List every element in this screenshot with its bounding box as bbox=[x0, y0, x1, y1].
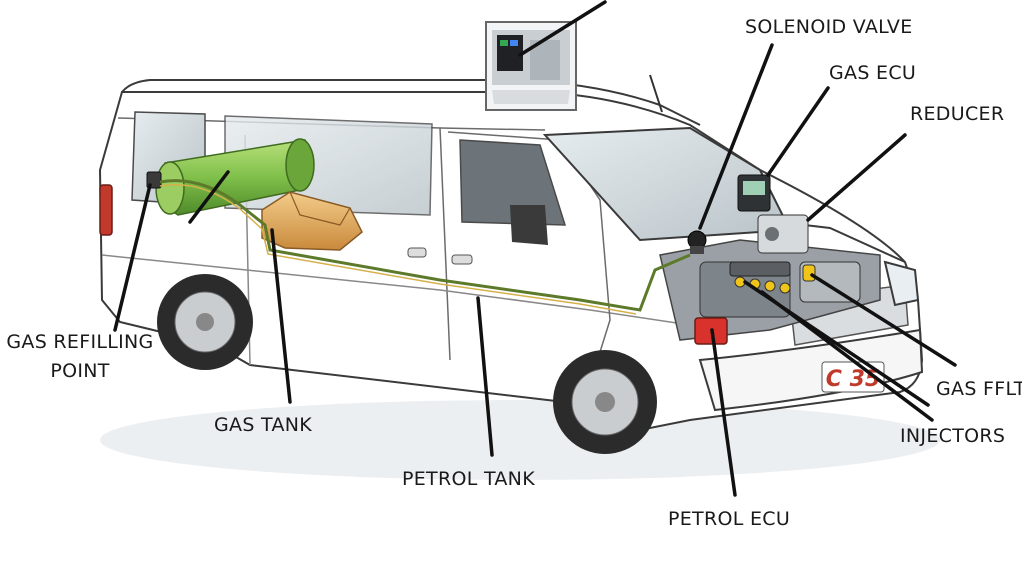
reducer bbox=[757, 214, 809, 254]
leader-reducer bbox=[806, 133, 907, 222]
gas-tank bbox=[155, 138, 315, 216]
gas-line bbox=[159, 179, 691, 312]
leader-lines bbox=[113, 0, 957, 497]
leader-solenoid-valve bbox=[698, 43, 774, 230]
license-plate: C 35 bbox=[821, 361, 885, 393]
cabin-inset bbox=[485, 21, 577, 111]
front-wheel bbox=[553, 350, 657, 454]
label-gas-ecu: GAS ECU bbox=[829, 62, 917, 84]
label-reducer: REDUCER bbox=[910, 103, 1005, 125]
leader-injectors-2 bbox=[743, 280, 930, 407]
leader-gas-tank bbox=[270, 228, 292, 404]
rear-wheel bbox=[157, 274, 253, 370]
label-injectors: INJECTORS bbox=[900, 425, 1006, 447]
leader-inset bbox=[518, 0, 607, 57]
leader-petrol-tank bbox=[476, 296, 494, 457]
gas-line-inner bbox=[159, 183, 637, 315]
petrol-tank bbox=[261, 191, 363, 251]
label-gas-refilling-point: GAS REFILLING POINT bbox=[0, 328, 160, 386]
leader-petrol-ecu bbox=[710, 328, 737, 497]
side-mirror bbox=[510, 205, 548, 245]
label-gas-filter: GAS FFLT bbox=[936, 378, 1022, 400]
gas-ecu bbox=[737, 174, 771, 212]
leader-gas-filter bbox=[810, 273, 957, 367]
solenoid-valve bbox=[687, 230, 707, 254]
tail-light bbox=[99, 184, 113, 236]
label-petrol-ecu: PETROL ECU bbox=[668, 508, 791, 530]
label-gas-refilling-point-line1: GAS REFILLING bbox=[6, 331, 154, 353]
roof-antenna bbox=[649, 74, 663, 113]
injector-4 bbox=[779, 282, 791, 294]
engine-bay bbox=[659, 239, 881, 341]
label-solenoid-valve: SOLENOID VALVE bbox=[745, 16, 913, 38]
door-handle bbox=[451, 254, 473, 265]
door-handle bbox=[407, 247, 427, 258]
injector-3 bbox=[764, 280, 776, 292]
leader-gas-ecu bbox=[766, 86, 830, 177]
label-petrol-tank: PETROL TANK bbox=[402, 468, 535, 490]
leader-gas-refilling-point bbox=[113, 183, 152, 332]
leader-gas-tank-top bbox=[188, 170, 230, 224]
plate-text: C 35 bbox=[826, 367, 880, 392]
gas-filter bbox=[802, 264, 816, 282]
label-gas-refilling-point-line2: POINT bbox=[50, 360, 110, 382]
label-gas-tank: GAS TANK bbox=[214, 414, 313, 436]
